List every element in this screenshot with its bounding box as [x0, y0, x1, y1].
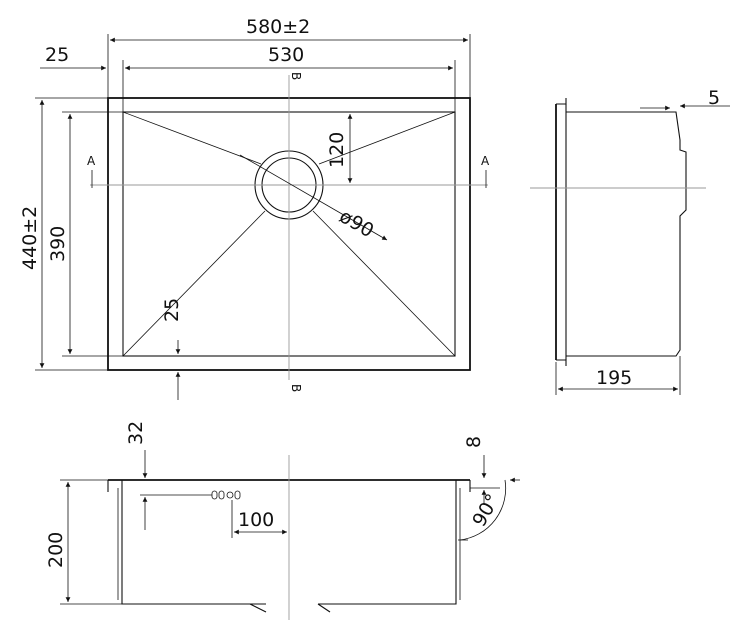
- dim-390-label: 390: [47, 226, 69, 262]
- dim-100-label: 100: [238, 509, 274, 531]
- dim-90-leader: [239, 154, 388, 241]
- dim-8-label: 8: [463, 436, 485, 448]
- dim-25-bottom-label: 25: [161, 298, 183, 322]
- overflow-holes: [211, 490, 241, 500]
- dim-90-label: ø90: [336, 205, 378, 242]
- slope-line-tl: [122, 111, 262, 165]
- side-view: 5 195: [530, 87, 730, 395]
- slope-line-br: [312, 210, 456, 357]
- side-view-body: [566, 111, 687, 357]
- section-a-right-label: A: [481, 154, 490, 168]
- section-b-top-label: B: [289, 72, 303, 80]
- dim-5-label: 5: [708, 87, 720, 109]
- section-b-bottom-label: B: [289, 384, 303, 392]
- dim-32-label: 32: [125, 421, 147, 445]
- top-view: A A B B 580±2 530 25 440±2 390 120 ø9: [19, 16, 490, 400]
- dim-200-label: 200: [45, 532, 67, 568]
- dim-530-label: 530: [268, 44, 304, 66]
- slope-line-tr: [318, 111, 456, 165]
- front-view-right-wall: [318, 480, 457, 605]
- front-view: 32 200 100 8 90°: [45, 421, 520, 620]
- dim-580-label: 580±2: [246, 16, 310, 38]
- slope-line-bl: [122, 210, 266, 357]
- dim-120-label: 120: [326, 132, 348, 168]
- section-a-left-label: A: [87, 154, 96, 168]
- angle-arc: [459, 479, 507, 541]
- dim-440-label: 440±2: [19, 206, 41, 270]
- dim-angle-label: 90°: [468, 490, 504, 530]
- dim-195-label: 195: [596, 367, 632, 389]
- dim-25-flange-label: 25: [45, 44, 69, 66]
- front-view-left-wall: [121, 480, 266, 605]
